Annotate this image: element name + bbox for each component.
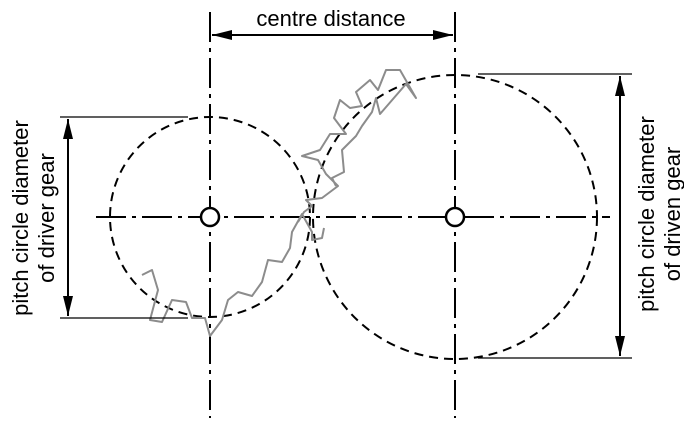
driven-centre-hole [444, 206, 466, 228]
driver-gear-teeth [141, 213, 325, 337]
driver-pitch-circle [109, 116, 311, 318]
driven-label-line-1: pitch circle diameter [634, 116, 659, 312]
driven-gear-teeth [297, 69, 417, 223]
driven-label-line-2: of driven gear [660, 147, 684, 282]
driver-diameter-label: pitch circle diameter of driver gear [8, 120, 59, 316]
driver-label-line-2: of driver gear [34, 153, 59, 283]
driver-label-line-1: pitch circle diameter [8, 120, 33, 316]
centre-distance-label: centre distance [256, 6, 405, 31]
driver-centre-hole [199, 206, 221, 228]
driven-diameter-label: pitch circle diameter of driven gear [634, 116, 684, 312]
driven-pitch-circle [312, 74, 598, 360]
